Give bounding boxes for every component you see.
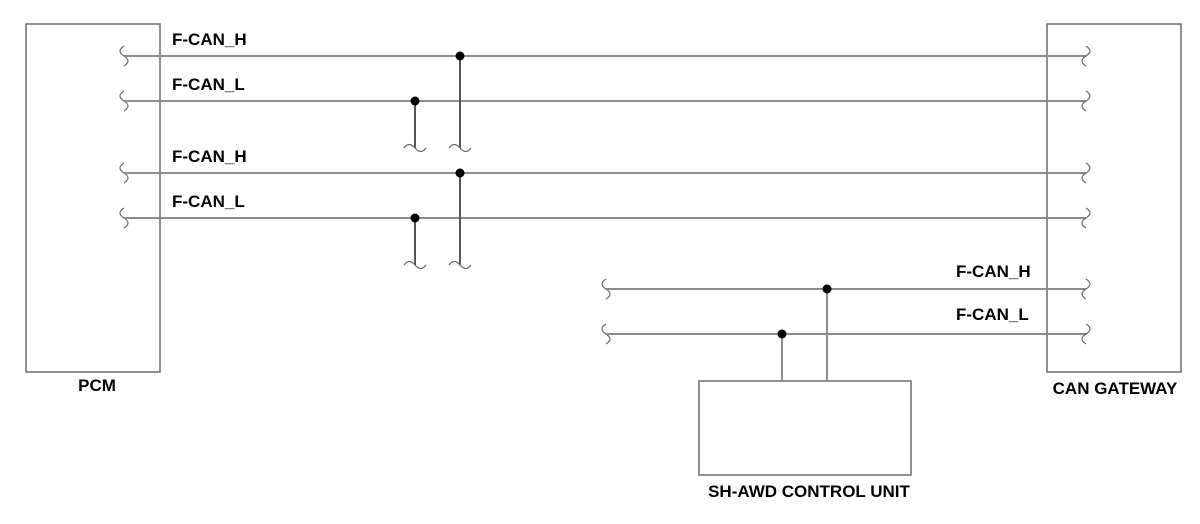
pcm-box: [25, 23, 161, 373]
bus-group-2: F-CAN_H F-CAN_L: [119, 147, 1091, 270]
bus-group-3: F-CAN_H F-CAN_L: [601, 262, 1091, 381]
sh-awd-control-unit-box: [698, 380, 912, 476]
splice-node: [822, 284, 832, 294]
can-gateway-box: [1046, 23, 1182, 373]
wire-break-icon: [448, 143, 472, 153]
bus-3-low-label: F-CAN_L: [956, 305, 1029, 324]
wire-break-icon: [403, 143, 427, 153]
pcm-label: PCM: [78, 376, 116, 395]
wire-break-icon: [1081, 90, 1091, 112]
bus-2-high-label: F-CAN_H: [172, 147, 247, 166]
splice-node: [777, 329, 787, 339]
splice-node: [410, 96, 420, 106]
wire-break-icon: [448, 260, 472, 270]
wire-break-icon: [1081, 162, 1091, 184]
splice-node: [455, 168, 465, 178]
wire-break-icon: [1081, 207, 1091, 229]
wire-break-icon: [1081, 323, 1091, 345]
wire-break-icon: [403, 260, 427, 270]
bus-2-low-label: F-CAN_L: [172, 192, 245, 211]
bus-3-high-label: F-CAN_H: [956, 262, 1031, 281]
wire-break-icon: [1081, 45, 1091, 67]
wire-break-icon: [1081, 278, 1091, 300]
splice-node: [410, 213, 420, 223]
bus-1-low-label: F-CAN_L: [172, 75, 245, 94]
bus-1-high-label: F-CAN_H: [172, 30, 247, 49]
sh-awd-control-unit-label: SH-AWD CONTROL UNIT: [708, 482, 910, 501]
splice-node: [455, 51, 465, 61]
can-gateway-label: CAN GATEWAY: [1053, 379, 1178, 398]
bus-group-1: F-CAN_H F-CAN_L: [119, 30, 1091, 153]
